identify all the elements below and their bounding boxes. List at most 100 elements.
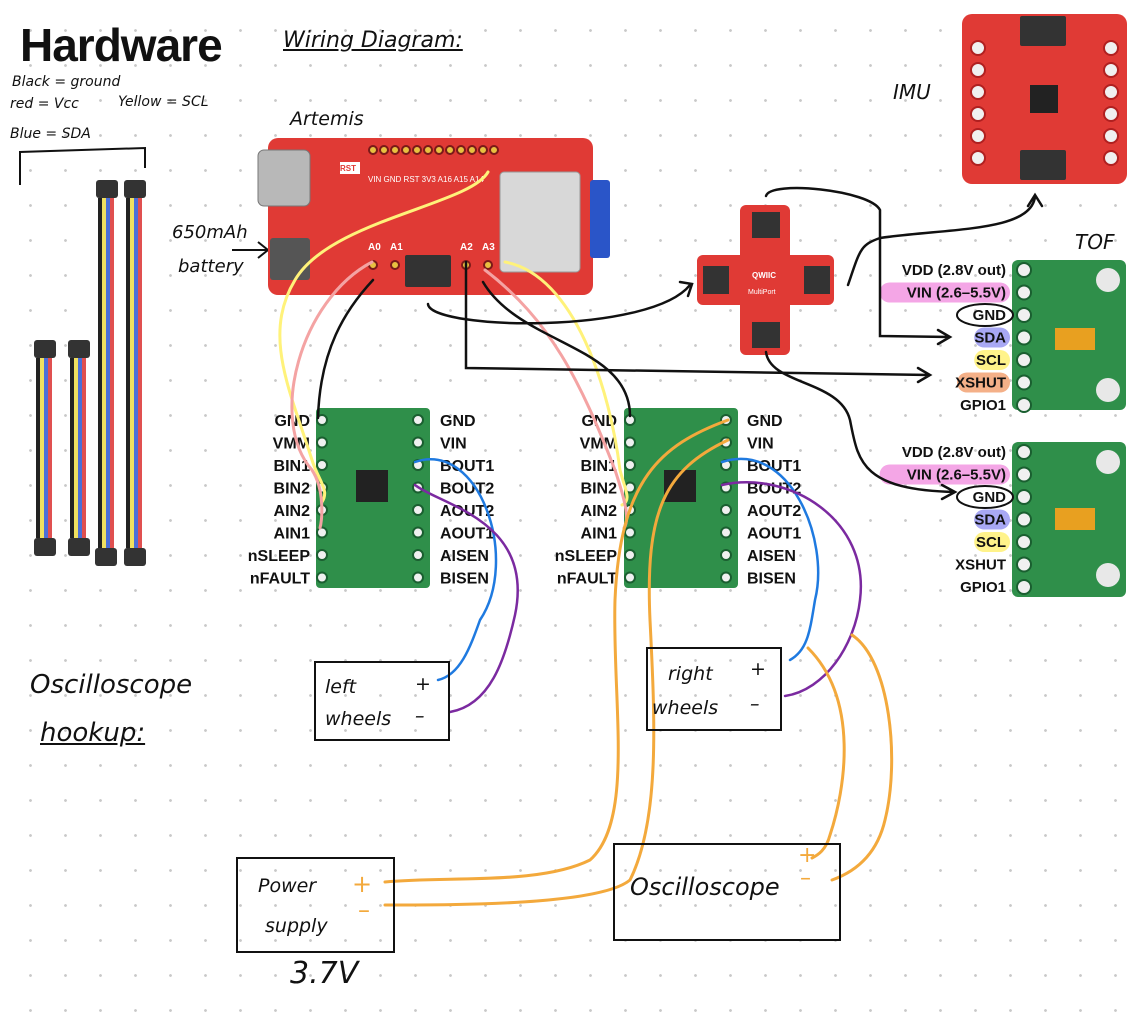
rst-button-label: RST [340,164,356,173]
wire-black-to-tof [464,260,933,384]
tof-pin-highlight [974,509,1010,530]
wire-orange-power-plus [383,418,730,884]
header-pin [445,145,455,155]
header-pin [390,145,400,155]
driver-pin [624,436,636,449]
wire-orange-scope-plus [806,646,846,860]
driver-pin-label: BISEN [747,571,796,588]
artemis-pin-a2: A2 [460,242,473,253]
left-wheels-box: left wheels + – [314,661,450,741]
wire-orange-power-minus [383,438,730,907]
driver-pin-label: BIN2 [581,481,618,498]
wire-red-right [483,268,629,530]
driver-pin-label: nFAULT [250,571,310,588]
wire-black-multiport-to-imu [846,192,1044,287]
imu-pin [1103,128,1119,144]
artemis-pin-a0: A0 [368,242,381,253]
right-wheels-minus: – [750,693,760,715]
page-title: Hardware [20,19,223,71]
tof-pin [1016,466,1032,483]
driver-pin-label: AOUT1 [440,526,494,543]
oscilloscope-box: Oscilloscope + – [613,843,841,941]
driver-pin-label: BIN2 [274,481,311,498]
driver-pin-label: BISEN [440,571,489,588]
driver-pin [316,549,328,561]
tof-pin-highlight [879,464,1010,485]
wire-blue-right [720,457,820,662]
tof-sensor-1 [1012,260,1126,413]
tof-pin [1016,444,1032,460]
driver-pin-label: BOUT1 [440,458,494,475]
driver-pin [720,549,732,561]
imu-pin [1103,150,1119,166]
driver-pin-label: AOUT2 [747,503,801,520]
tof-pin-label: GND [973,489,1007,506]
artemis-board: RST VIN GND RST 3V3 A16 A15 A14 A0 A1 A2… [257,138,610,295]
motor-driver-pin-labels: GNDVMMBIN1BIN2AIN2AIN1nSLEEPnFAULTGNDVIN… [248,413,802,588]
driver-pin-label: BOUT2 [440,481,494,498]
imu-pin [970,84,986,100]
header-pin [483,260,493,270]
tof-sensor-2 [1012,442,1126,597]
header-pin [434,145,444,155]
right-wheels-line1: right [668,663,714,685]
wire-purple-left [413,483,519,714]
imu-pin [1103,62,1119,78]
tof-pin-label: VIN (2.6–5.5V) [907,285,1006,302]
wires [278,170,1044,907]
motor-driver-left [316,408,430,588]
driver-pin-label: VIN [440,436,467,453]
battery-connector [270,238,310,280]
left-wheels-line2: wheels [325,708,391,730]
tof-pin-label: XSHUT [955,557,1006,574]
driver-pin-label: VMM [580,436,617,453]
driver-pin [412,504,424,516]
driver-pin-label: VIN [747,436,774,453]
wire-black-md1-gnd [316,278,375,420]
driver-pin-label: nSLEEP [248,548,311,565]
header-pin [368,145,378,155]
oscilloscope-minus: – [800,866,811,891]
qwiic-cables [34,180,146,566]
left-wheels-line1: left [325,676,358,698]
imu-pin [970,128,986,144]
power-supply-minus: – [358,896,370,924]
tof-pin-label: VDD (2.8V out) [902,444,1006,461]
driver-pin [624,526,636,539]
legend-black: Black = ground [12,74,121,90]
qwiic-cable [95,180,118,566]
driver-pin [720,504,732,516]
gnd-circle-mark [956,303,1014,327]
battery-label-line1: 650mAh [172,222,248,243]
wire-purple-right [720,481,863,698]
legend-red: red = Vcc [10,96,79,112]
tof-pin-label: VIN (2.6–5.5V) [907,467,1006,484]
artemis-pin-a1: A1 [390,242,403,253]
driver-pin-label: BIN1 [581,458,618,475]
tof-pin-label: GPIO1 [960,397,1006,414]
driver-pin-label: AIN1 [274,526,311,543]
header-pin [478,145,488,155]
ble-module [499,171,581,273]
header-pin [467,145,477,155]
legend-yellow: Yellow = SCL [118,94,209,110]
tof-pin [1016,556,1032,573]
driver-pin [720,526,732,539]
driver-pin-label: VMM [273,436,310,453]
tof-pin-label: GPIO1 [960,579,1006,596]
qwiic-cable [68,340,90,556]
wire-black-md2-gnd [481,280,632,418]
driver-pin [316,571,328,584]
driver-pin [316,414,328,426]
header-pin [379,145,389,155]
tof-pin-highlight [974,532,1010,552]
wiring-diagram-heading: Wiring Diagram: [283,28,463,53]
wire-yellow-right [503,260,629,507]
artemis-top-pins: VIN GND RST 3V3 A16 A15 A14 [368,175,484,184]
tof-pin-label: VDD (2.8V out) [902,262,1006,279]
imu-pin [970,62,986,78]
driver-pin [720,571,732,584]
battery-label-line2: battery [178,256,244,277]
tof-pin [1016,374,1032,391]
